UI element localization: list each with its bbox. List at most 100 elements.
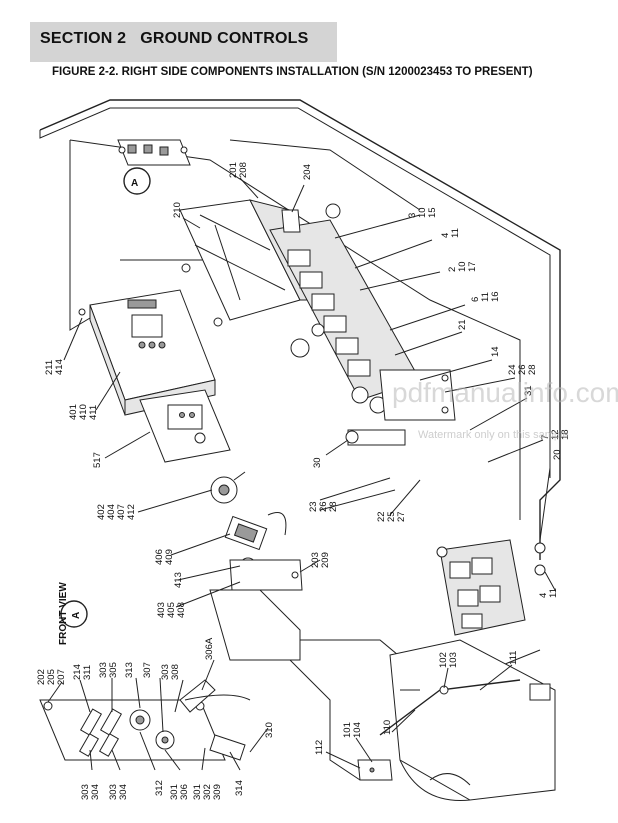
cabinet-111 bbox=[379, 639, 556, 801]
callout-204: 204 bbox=[302, 164, 313, 180]
svg-text:71218: 71218 bbox=[540, 429, 571, 440]
callout-28: 28 bbox=[527, 364, 538, 375]
svg-text:314: 314 bbox=[234, 780, 245, 796]
callout-18: 18 bbox=[560, 429, 571, 440]
svg-text:21: 21 bbox=[457, 319, 468, 330]
callout-208: 208 bbox=[238, 162, 249, 178]
view-marker-top: A bbox=[123, 167, 151, 195]
callout-11b: 11 bbox=[480, 292, 491, 302]
callout-10: 10 bbox=[417, 207, 428, 218]
svg-text:303308: 303308 bbox=[160, 664, 181, 680]
svg-text:210: 210 bbox=[172, 202, 183, 218]
svg-text:303305: 303305 bbox=[98, 662, 119, 678]
svg-text:310: 310 bbox=[264, 722, 275, 738]
svg-text:411: 411 bbox=[440, 228, 461, 238]
callout-4: 4 bbox=[440, 233, 451, 238]
callout-25: 25 bbox=[386, 511, 397, 522]
callout-104: 104 bbox=[352, 722, 363, 738]
callout-301a: 301 bbox=[169, 784, 180, 800]
svg-text:102103: 102103 bbox=[438, 652, 459, 668]
callout-11: 11 bbox=[450, 228, 461, 238]
callout-20: 20 bbox=[552, 449, 563, 460]
callout-311: 311 bbox=[82, 665, 93, 680]
callout-411: 411 bbox=[88, 405, 99, 420]
callout-304a: 304 bbox=[90, 784, 101, 800]
svg-text:112: 112 bbox=[314, 740, 325, 755]
view-marker-letter: A bbox=[131, 178, 138, 189]
callout-517: 517 bbox=[92, 452, 103, 468]
callout-407: 407 bbox=[116, 504, 127, 520]
callout-17: 17 bbox=[467, 261, 478, 272]
svg-text:411: 411 bbox=[538, 588, 559, 598]
callout-22: 22 bbox=[376, 511, 387, 522]
callout-404: 404 bbox=[106, 504, 117, 520]
svg-text:401410411: 401410411 bbox=[68, 404, 99, 420]
svg-text:242628: 242628 bbox=[507, 364, 538, 375]
bracket-112 bbox=[357, 759, 393, 781]
svg-text:202205207: 202205207 bbox=[36, 669, 67, 685]
callout-303c: 303 bbox=[80, 784, 91, 800]
svg-text:517: 517 bbox=[92, 452, 103, 468]
callout-403: 403 bbox=[156, 602, 167, 618]
callout-410: 410 bbox=[78, 404, 89, 420]
svg-text:301306: 301306 bbox=[169, 784, 190, 800]
callout-303d: 303 bbox=[108, 784, 119, 800]
callout-303b: 303 bbox=[160, 664, 171, 680]
callout-28b: 28 bbox=[328, 501, 339, 512]
callout-205: 205 bbox=[46, 669, 57, 685]
callout-412: 412 bbox=[126, 504, 137, 520]
callout-309: 309 bbox=[212, 784, 223, 800]
callout-301b: 301 bbox=[192, 784, 203, 800]
callout-26: 26 bbox=[517, 364, 528, 375]
valve-bank-main bbox=[269, 203, 421, 446]
figure-title: FIGURE 2-2. RIGHT SIDE COMPONENTS INSTAL… bbox=[52, 66, 533, 78]
callout-23: 23 bbox=[308, 501, 319, 512]
callout-103: 103 bbox=[448, 652, 459, 668]
control-box bbox=[78, 289, 216, 416]
callout-26b: 26 bbox=[318, 501, 329, 512]
callout-207: 207 bbox=[56, 669, 67, 685]
svg-text:201208: 201208 bbox=[228, 162, 249, 178]
svg-text:306A: 306A bbox=[204, 637, 215, 660]
svg-text:204: 204 bbox=[302, 164, 313, 180]
callout-305: 305 bbox=[108, 662, 119, 678]
svg-text:211414: 211414 bbox=[44, 359, 65, 375]
view-marker-letter-front: A bbox=[71, 612, 82, 619]
svg-text:110: 110 bbox=[382, 720, 393, 735]
callout-24: 24 bbox=[507, 364, 518, 375]
callout-14: 14 bbox=[490, 346, 501, 357]
callout-401: 401 bbox=[68, 404, 79, 420]
svg-text:222527: 222527 bbox=[376, 511, 407, 522]
callout-6: 6 bbox=[470, 297, 481, 302]
callout-31: 31 bbox=[523, 385, 534, 396]
callout-202: 202 bbox=[36, 669, 47, 685]
svg-text:312: 312 bbox=[154, 780, 165, 796]
callout-101: 101 bbox=[342, 722, 353, 738]
svg-text:61116: 61116 bbox=[470, 291, 501, 302]
callout-304b: 304 bbox=[118, 784, 129, 800]
plate-203 bbox=[229, 559, 303, 591]
callout-27: 27 bbox=[396, 511, 407, 522]
svg-text:31015: 31015 bbox=[407, 207, 438, 218]
valve-bank-lower bbox=[436, 539, 546, 636]
callout-112: 112 bbox=[314, 740, 325, 755]
svg-text:14: 14 bbox=[490, 346, 501, 357]
callout-211: 211 bbox=[44, 360, 55, 375]
callout-413: 413 bbox=[173, 572, 184, 588]
callout-12: 12 bbox=[550, 429, 561, 440]
callout-307: 307 bbox=[142, 662, 153, 678]
mounting-plate-right bbox=[379, 369, 456, 421]
top-bracket-assembly bbox=[117, 139, 191, 166]
callout-4b: 4 bbox=[538, 593, 549, 598]
watermark-note: Watermark only on this sample bbox=[418, 429, 569, 441]
svg-text:403405408: 403405408 bbox=[156, 602, 187, 618]
callout-110: 110 bbox=[382, 720, 393, 735]
callout-303a: 303 bbox=[98, 662, 109, 678]
svg-text:21017: 21017 bbox=[447, 261, 478, 272]
callout-111: 111 bbox=[508, 651, 519, 665]
callout-102: 102 bbox=[438, 652, 449, 668]
callout-3: 3 bbox=[407, 213, 418, 218]
svg-text:203209: 203209 bbox=[310, 552, 331, 568]
watermark-site: pdfmanualinfo.com bbox=[392, 377, 618, 408]
